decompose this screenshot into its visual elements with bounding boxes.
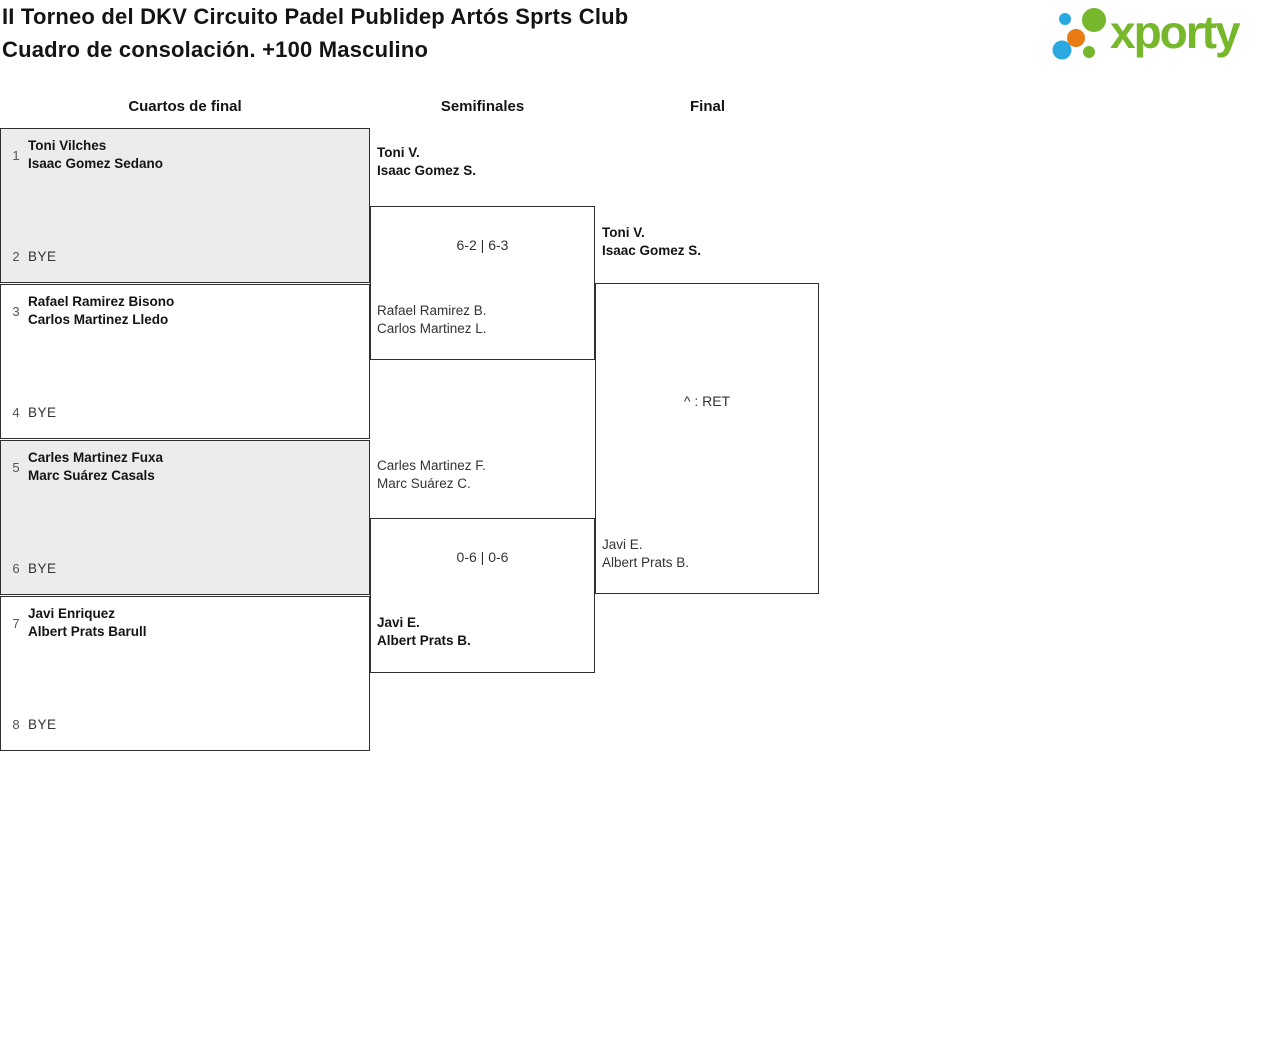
- player-1: Javi E.: [377, 615, 420, 630]
- round-header-quarterfinals: Cuartos de final: [128, 98, 242, 115]
- qf3-bottom-slot: 6 BYE: [10, 561, 57, 576]
- tournament-title: II Torneo del DKV Circuito Padel Publide…: [2, 4, 629, 29]
- player-1: Javi E.: [602, 537, 643, 552]
- final-score: ^ : RET: [683, 393, 731, 409]
- seed-number: 5: [12, 459, 20, 475]
- seed-number: 4: [12, 405, 20, 420]
- seed-number: 2: [12, 249, 20, 264]
- sf-match-2: [370, 518, 595, 673]
- player-2: Isaac Gomez Sedano: [28, 156, 164, 171]
- bye-label: BYE: [28, 249, 57, 264]
- xporty-logo[interactable]: xporty: [1048, 2, 1273, 68]
- player-1: Carles Martinez Fuxa: [28, 450, 164, 465]
- seed-number: 7: [12, 615, 20, 631]
- player-2: Marc Suárez C.: [377, 476, 471, 491]
- qf2-bottom-slot: 4 BYE: [10, 405, 57, 420]
- sf2-top-team: Carles Martinez F. Marc Suárez C.: [377, 457, 486, 493]
- bracket-subtitle: Cuadro de consolación. +100 Masculino: [2, 37, 429, 62]
- player-1: Toni Vilches: [28, 138, 107, 153]
- player-2: Carlos Martinez L.: [377, 321, 487, 336]
- player-1: Rafael Ramirez Bisono: [28, 294, 175, 309]
- seed-number: 6: [12, 561, 20, 576]
- qf4-bottom-slot: 8 BYE: [10, 717, 57, 732]
- sf-match-1: [370, 206, 595, 360]
- player-1: Rafael Ramirez B.: [377, 303, 487, 318]
- final-bottom-team: Javi E. Albert Prats B.: [602, 536, 689, 572]
- bye-label: BYE: [28, 405, 57, 420]
- final-top-team: Toni V. Isaac Gomez S.: [602, 224, 701, 260]
- bye-label: BYE: [28, 561, 57, 576]
- player-1: Toni V.: [377, 145, 420, 160]
- player-1: Carles Martinez F.: [377, 458, 486, 473]
- sf1-score: 6-2 | 6-3: [456, 237, 509, 253]
- sf2-bottom-team: Javi E. Albert Prats B.: [377, 614, 471, 650]
- player-2: Marc Suárez Casals: [28, 468, 155, 483]
- sf1-bottom-team: Rafael Ramirez B. Carlos Martinez L.: [377, 302, 487, 338]
- round-header-final: Final: [689, 98, 725, 115]
- player-2: Carlos Martinez Lledo: [28, 312, 169, 327]
- player-2: Isaac Gomez S.: [602, 243, 702, 258]
- player-2: Isaac Gomez S.: [377, 163, 477, 178]
- seed-number: 8: [12, 717, 20, 732]
- xporty-logo-dots-icon: [1052, 8, 1106, 60]
- player-2: Albert Prats B.: [377, 633, 471, 648]
- seed-number: 1: [12, 147, 20, 163]
- player-1: Toni V.: [602, 225, 645, 240]
- xporty-wordmark: xporty: [1110, 6, 1241, 58]
- player-2: Albert Prats B.: [602, 555, 690, 570]
- seed-number: 3: [12, 303, 20, 319]
- final-match: [595, 283, 819, 594]
- player-2: Albert Prats Barull: [28, 624, 147, 639]
- round-header-semifinals: Semifinales: [440, 98, 525, 115]
- sf1-top-team: Toni V. Isaac Gomez S.: [377, 144, 476, 180]
- sf2-score: 0-6 | 0-6: [456, 549, 509, 565]
- player-1: Javi Enriquez: [28, 606, 116, 621]
- bye-label: BYE: [28, 717, 57, 732]
- qf1-bottom-slot: 2 BYE: [10, 249, 57, 264]
